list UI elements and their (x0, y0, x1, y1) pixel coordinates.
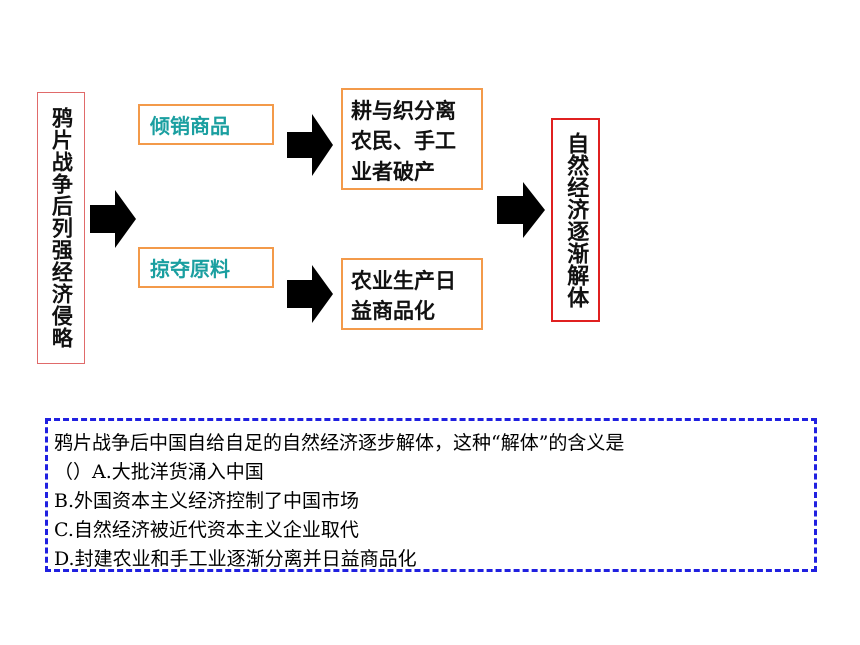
question-stem: 鸦片战争后中国自给自足的自然经济逐步解体，这种“解体”的含义是 (54, 432, 625, 454)
question-option-a: （）A.大批洋货涌入中国 (54, 461, 264, 483)
arrow-source-to-causes (90, 190, 136, 248)
cause-dumping-goods: 倾销商品 (138, 104, 274, 145)
result-box: 自然经济逐渐解体 (551, 118, 600, 322)
result-text: 自然经济逐渐解体 (563, 132, 589, 308)
question-option-b: B.外国资本主义经济控制了中国市场 (54, 490, 360, 512)
arrow-effects-to-result (497, 182, 545, 238)
question-box: 鸦片战争后中国自给自足的自然经济逐步解体，这种“解体”的含义是 （）A.大批洋货… (45, 418, 817, 572)
arrow-cause2-to-effect2 (287, 265, 333, 323)
cause-plunder-materials-label: 掠夺原料 (150, 257, 230, 281)
source-box: 鸦片战争后列强经济侵略 (37, 92, 85, 364)
cause-dumping-goods-label: 倾销商品 (150, 114, 230, 138)
source-text: 鸦片战争后列强经济侵略 (49, 107, 74, 349)
effect-commercialization: 农业生产日 益商品化 (341, 258, 483, 330)
cause-plunder-materials: 掠夺原料 (138, 247, 274, 288)
effect-separation-bankruptcy: 耕与织分离 农民、手工 业者破产 (341, 88, 483, 190)
question-option-c: C.自然经济被近代资本主义企业取代 (54, 519, 359, 541)
arrow-cause1-to-effect1 (287, 114, 333, 176)
question-option-d: D.封建农业和手工业逐渐分离并日益商品化 (54, 548, 417, 570)
